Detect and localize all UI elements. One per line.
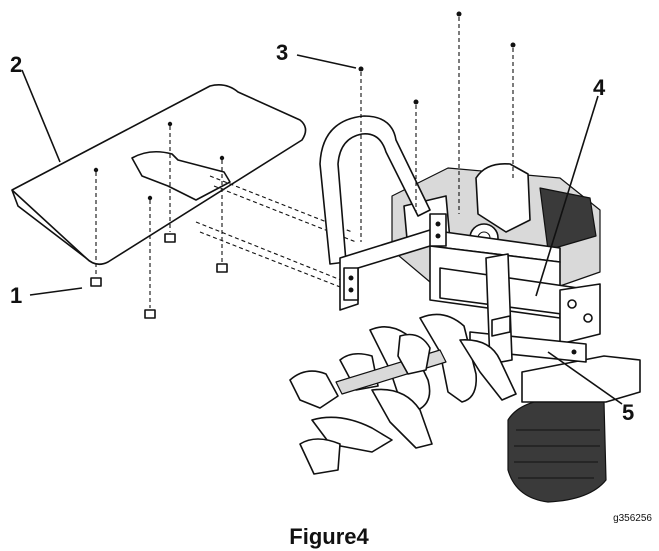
callout-4: 4 xyxy=(593,75,606,100)
shield-fasteners xyxy=(90,121,228,319)
callout-1: 1 xyxy=(10,283,22,308)
shield-plate xyxy=(11,84,307,266)
leader-lines xyxy=(21,54,623,405)
callout-3: 3 xyxy=(276,40,288,65)
callout-5: 5 xyxy=(622,400,634,425)
tiller-machine xyxy=(289,115,641,503)
figure-caption: Figure4 xyxy=(289,524,369,549)
frame-fasteners xyxy=(358,11,516,242)
callout-2: 2 xyxy=(10,52,22,77)
figure-code: g356256 xyxy=(613,513,652,524)
